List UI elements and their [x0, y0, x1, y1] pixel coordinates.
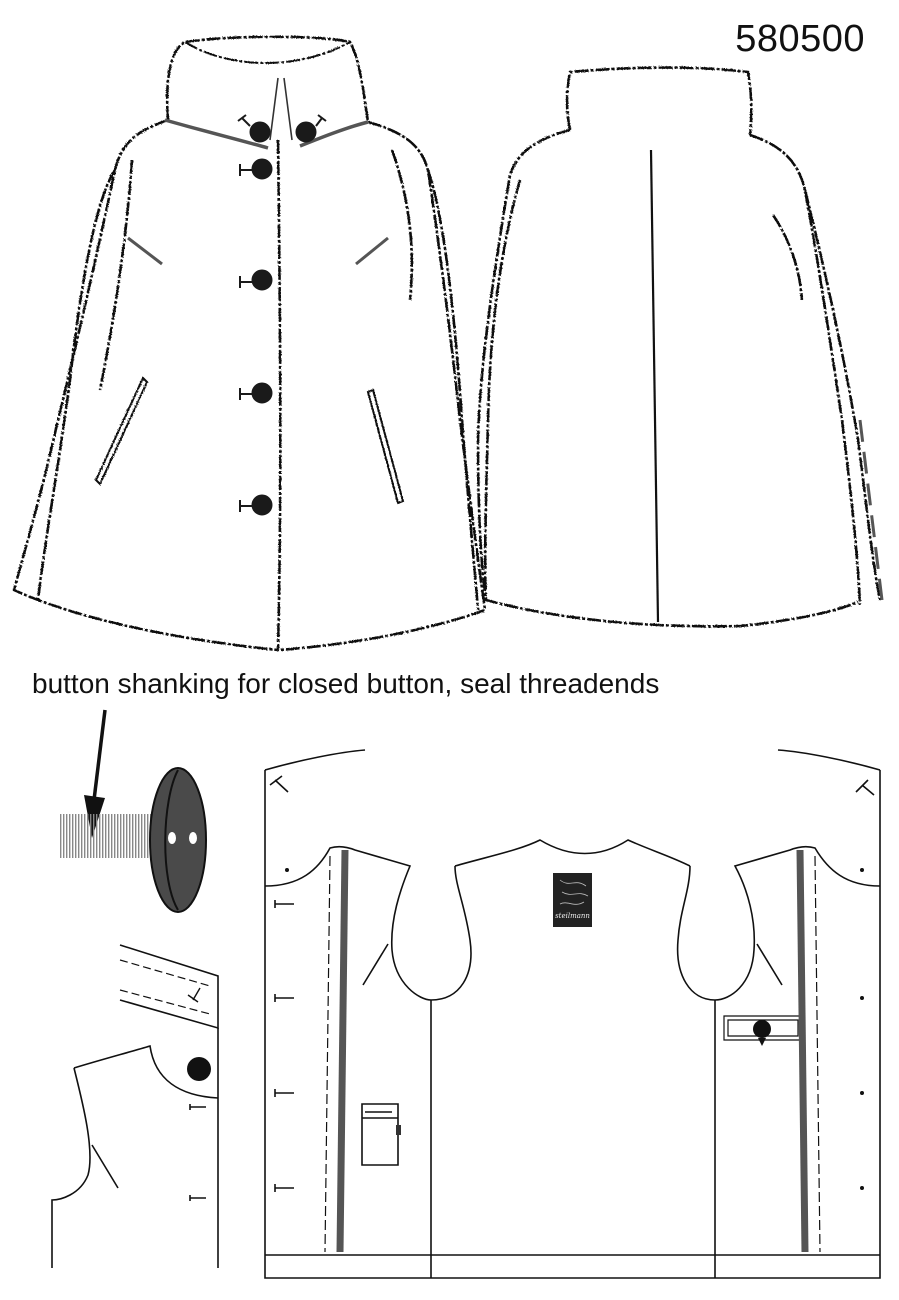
- back-center-seam: [649, 149, 660, 623]
- front-right-dart: [355, 236, 389, 266]
- button-icon: [295, 114, 327, 143]
- front-left-sleeve-inner: [98, 159, 134, 391]
- front-right-side: [277, 120, 487, 652]
- button-marks: [285, 868, 864, 1190]
- front-center-line: [276, 139, 282, 651]
- button-icon: [753, 1020, 771, 1046]
- front-left-sleeve: [36, 169, 117, 601]
- button-side-icon: [149, 767, 207, 913]
- pocket-tab: [396, 1125, 401, 1135]
- back-right-side: [749, 133, 862, 606]
- front-left-dart: [127, 236, 163, 266]
- button-icon: [239, 494, 273, 516]
- collar-detail: [51, 944, 219, 1268]
- front-collar-top: [184, 41, 351, 64]
- inside-view: [264, 749, 881, 1279]
- front-collar: [165, 35, 370, 123]
- back-left-sleeve: [483, 179, 522, 601]
- outer-frame: [264, 770, 881, 1279]
- button-icon: [239, 269, 273, 291]
- brand-label: steilmann: [553, 873, 592, 927]
- left-facing-strip: [336, 849, 349, 1253]
- front-collar-loop: [269, 77, 293, 141]
- back-collar: [565, 66, 753, 136]
- front-right-sleeve: [426, 169, 480, 611]
- front-buttons: [237, 114, 327, 516]
- button-icon: [237, 114, 271, 143]
- instruction-text: button shanking for closed button, seal …: [32, 668, 660, 699]
- front-right-welt-pocket: [366, 388, 405, 505]
- back-right-sleeve: [803, 189, 882, 601]
- model-number: 580500: [735, 18, 865, 60]
- front-left-welt-pocket: [94, 376, 149, 486]
- back-right-sleeve-inner: [771, 214, 804, 301]
- right-facing-strip: [796, 849, 809, 1253]
- button-icon: [239, 382, 273, 404]
- front-right-sleeve-inner: [390, 149, 414, 301]
- back-left-side: [476, 128, 859, 628]
- button-icon: [239, 158, 273, 180]
- front-left-side: [12, 118, 279, 652]
- back-view: [476, 66, 882, 628]
- brand-label-text: steilmann: [555, 912, 590, 920]
- thread-shank: [60, 814, 156, 858]
- front-collar-band: [164, 118, 369, 150]
- button-icon: [187, 1057, 211, 1081]
- front-view: [12, 35, 487, 652]
